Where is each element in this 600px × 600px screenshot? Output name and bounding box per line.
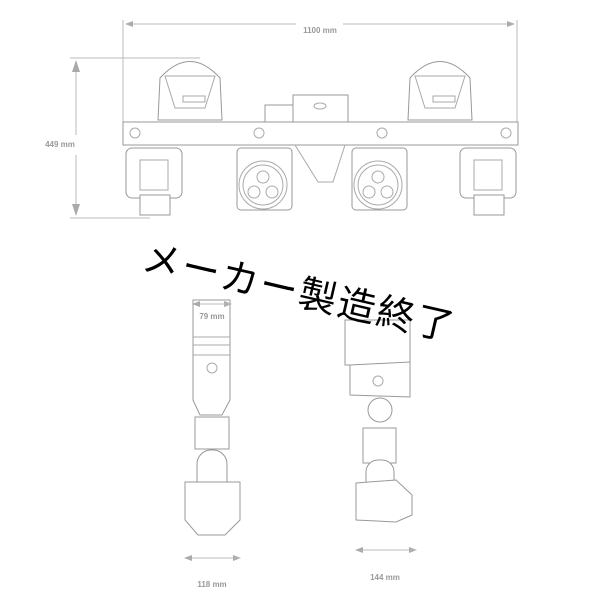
bottom-par-right — [351, 147, 408, 211]
width-label: 1100 mm — [303, 26, 337, 35]
side-view: 144 mm — [344, 319, 417, 582]
moving-head-right — [459, 147, 517, 216]
top-par-right — [407, 61, 473, 121]
height-label: 449 mm — [45, 140, 75, 149]
front-base-width-label: 118 mm — [197, 580, 226, 589]
truss-bar — [122, 94, 519, 183]
moving-head-left — [125, 147, 183, 216]
top-par-left — [157, 61, 223, 121]
front-view: 79 mm 118 mm — [184, 299, 241, 589]
bottom-par-left — [236, 147, 293, 211]
side-base-width-label: 144 mm — [370, 573, 400, 582]
front-width-label: 79 mm — [199, 312, 224, 321]
height-dimension: 449 mm — [45, 57, 200, 219]
